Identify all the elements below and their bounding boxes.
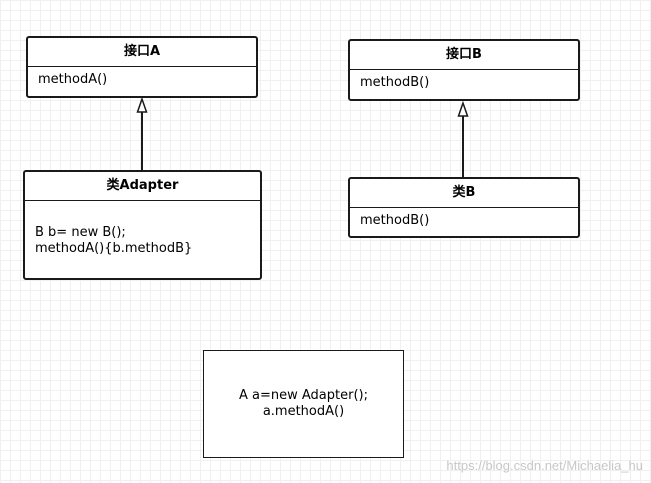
client-note-line2: a.methodA() (262, 404, 345, 419)
interface-a-method: methodA() (28, 67, 256, 93)
interface-b-box[interactable]: 接口B methodB() (348, 39, 580, 101)
watermark: https://blog.csdn.net/Michaelia_hu (446, 458, 643, 473)
class-adapter-line1: B b= new B(); (35, 225, 126, 240)
class-b-method: methodB() (350, 208, 578, 234)
interface-b-method: methodB() (350, 70, 578, 96)
interface-b-method-text: methodB() (360, 75, 430, 90)
interface-a-title: 接口A (28, 38, 256, 67)
client-note-box[interactable]: A a=new Adapter(); a.methodA() (203, 350, 404, 458)
interface-a-box[interactable]: 接口A methodA() (26, 36, 258, 98)
adapter-to-interface-a-arrow (136, 96, 148, 171)
class-adapter-body: B b= new B(); methodA(){b.methodB} (25, 201, 260, 257)
class-b-box[interactable]: 类B methodB() (348, 177, 580, 238)
interface-a-method-text: methodA() (38, 72, 108, 87)
class-adapter-line2: methodA(){b.methodB} (35, 241, 193, 256)
class-b-method-text: methodB() (360, 213, 430, 228)
client-note-line1: A a=new Adapter(); (239, 388, 368, 403)
interface-b-title: 接口B (350, 41, 578, 70)
class-adapter-box[interactable]: 类Adapter B b= new B(); methodA(){b.metho… (23, 170, 262, 280)
class-b-to-interface-b-arrow (457, 100, 469, 178)
class-b-title: 类B (350, 179, 578, 208)
class-adapter-title: 类Adapter (25, 172, 260, 201)
